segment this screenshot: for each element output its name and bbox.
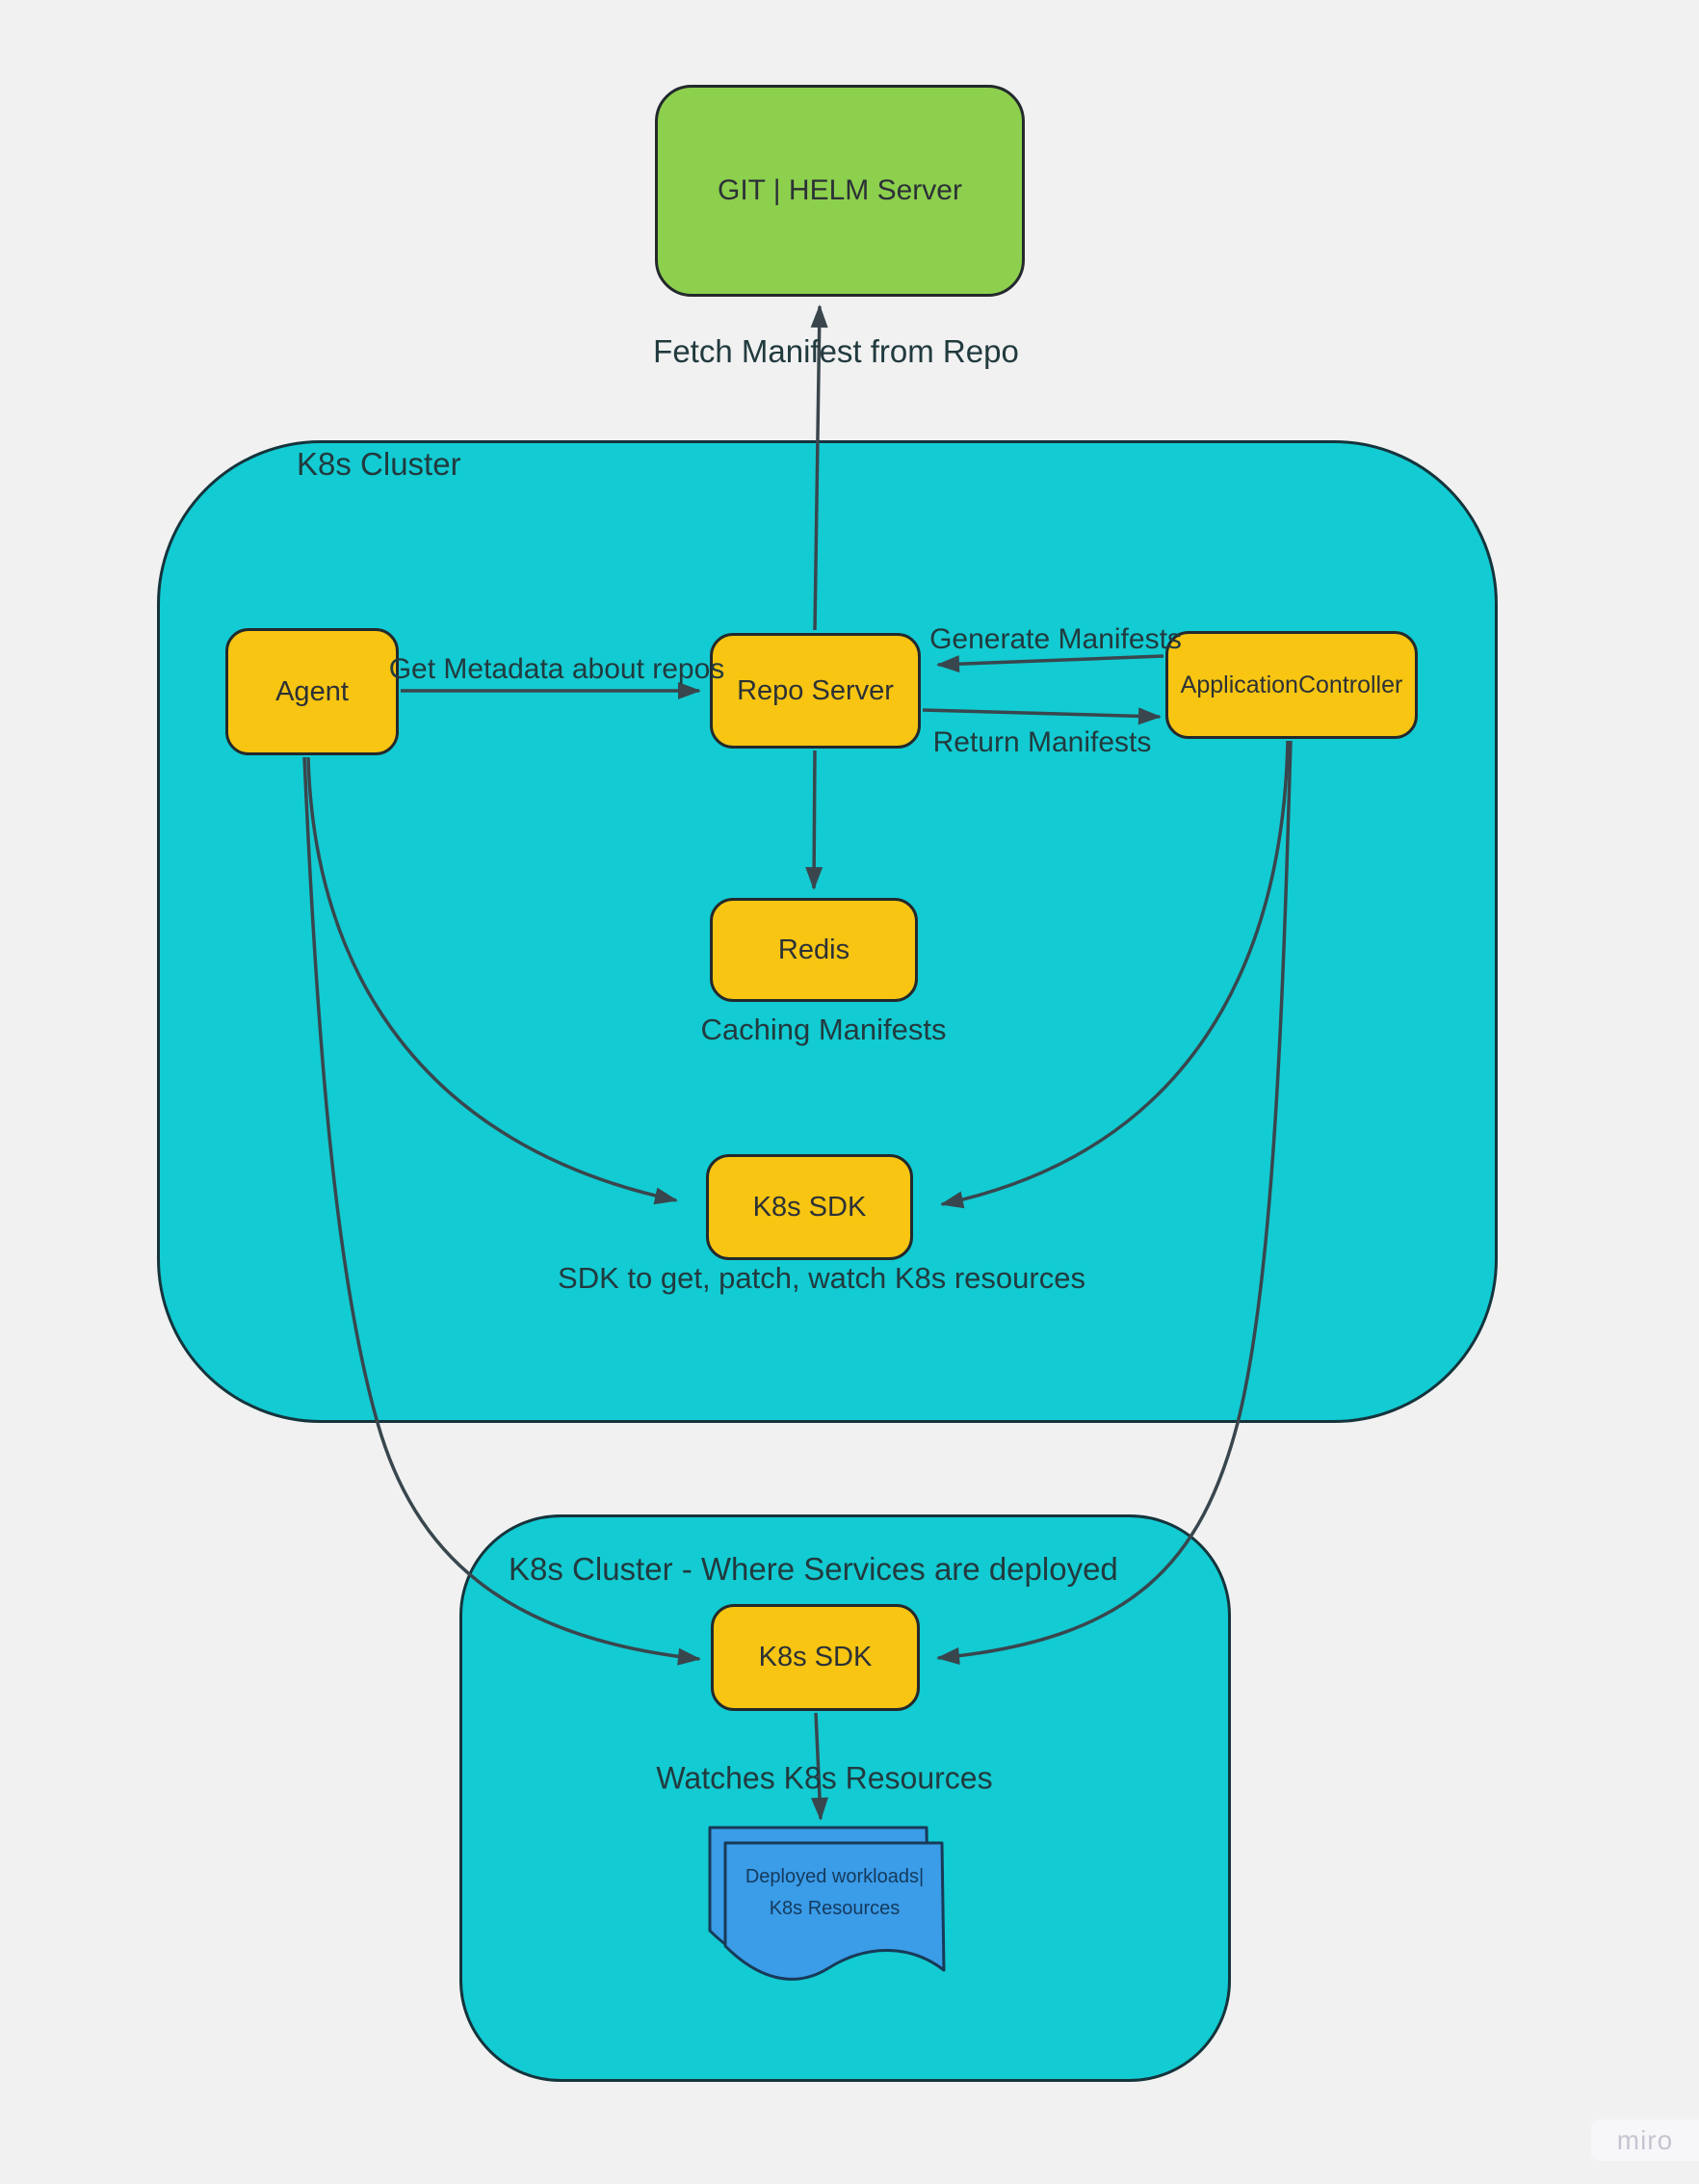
node-repo-server[interactable]: Repo Server: [710, 633, 921, 749]
node-redis-label: Redis: [777, 934, 850, 965]
arrow-repo-server-to-redis: [805, 750, 823, 890]
arrow-application-controller-to-k8s-sdk-main: [940, 740, 1290, 1209]
arrow-repo-server-to-application-controller: [922, 707, 1162, 725]
node-agent-label: Agent: [275, 675, 349, 707]
node-k8s-sdk-services[interactable]: K8s SDK: [711, 1604, 920, 1711]
label-sdk-caption: SDK to get, patch, watch K8s resources: [558, 1261, 1085, 1295]
arrow-agent-to-k8s-sdk-services: [302, 756, 701, 1666]
workloads-document-label: Deployed workloads| K8s Resources: [725, 1861, 944, 1925]
arrow-application-controller-to-k8s-sdk-services: [936, 740, 1293, 1665]
arrow-repo-server-to-git-server: [810, 304, 828, 631]
node-repo-server-label: Repo Server: [737, 674, 894, 706]
node-application-controller-label: ApplicationController: [1180, 671, 1403, 698]
node-redis[interactable]: Redis: [710, 898, 918, 1002]
arrow-k8s-sdk-services-to-workloads: [811, 1712, 828, 1821]
node-agent[interactable]: Agent: [225, 628, 399, 755]
label-generate-manifests: Generate Manifests: [929, 623, 1182, 655]
label-fetch-manifest: Fetch Manifest from Repo: [653, 333, 1019, 369]
node-k8s-sdk-main[interactable]: K8s SDK: [706, 1154, 913, 1260]
workloads-document-label-line2: K8s Resources: [769, 1898, 901, 1919]
node-k8s-sdk-services-label: K8s SDK: [758, 1642, 873, 1672]
label-get-metadata: Get Metadata about repos: [388, 653, 725, 685]
node-git-helm-server[interactable]: GIT | HELM Server: [655, 85, 1025, 297]
cluster-main-title: K8s Cluster: [297, 446, 461, 482]
node-git-helm-server-label: GIT | HELM Server: [718, 174, 962, 206]
miro-watermark-label: miro: [1616, 2124, 1674, 2155]
miro-watermark[interactable]: miro: [1591, 2119, 1699, 2161]
workloads-document-shape[interactable]: [708, 1826, 946, 1981]
label-caching-manifests: Caching Manifests: [700, 1013, 947, 1046]
label-return-manifests: Return Manifests: [932, 726, 1152, 758]
node-application-controller[interactable]: ApplicationController: [1165, 631, 1418, 739]
label-watches-resources: Watches K8s Resources: [656, 1760, 993, 1796]
node-k8s-sdk-main-label: K8s SDK: [752, 1191, 867, 1223]
cluster-services-title: K8s Cluster - Where Services are deploye…: [509, 1551, 1118, 1587]
workloads-document-label-line1: Deployed workloads|: [745, 1866, 925, 1887]
arrow-application-controller-to-repo-server: [936, 654, 1164, 673]
arrow-agent-to-k8s-sdk-main: [306, 756, 678, 1205]
workloads-document-front-page: [723, 1841, 946, 1981]
